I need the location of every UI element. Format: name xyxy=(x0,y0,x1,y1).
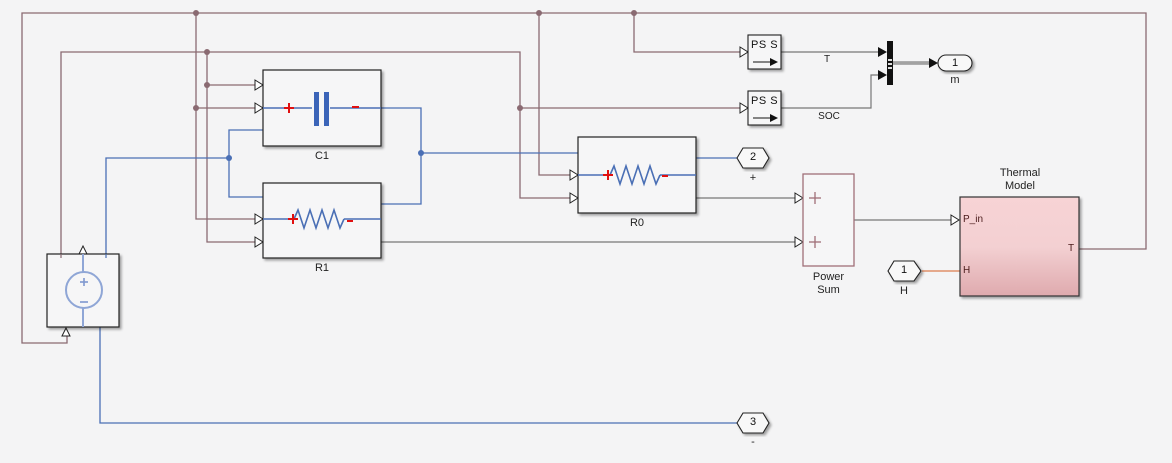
wire-temp-to-r0-top[interactable] xyxy=(538,13,570,176)
outport-m[interactable] xyxy=(937,54,973,72)
voltage-source-icon xyxy=(65,271,103,309)
wire-ps-s-soc-to-mux[interactable] xyxy=(781,74,878,109)
wire-temp-to-ps-s-t[interactable] xyxy=(633,13,740,53)
signal-label-soc: SOC xyxy=(818,111,840,122)
conn-plus-number: 2 xyxy=(749,151,757,163)
wire-temp-to-r1-top[interactable] xyxy=(195,13,255,220)
plus-marker-icon xyxy=(603,170,613,180)
thermal-port-t: T xyxy=(1068,243,1075,254)
junction-dots-electrical xyxy=(226,150,424,161)
thermal-port-h: H xyxy=(963,265,971,276)
block-r0[interactable] xyxy=(577,136,697,214)
physical-signal-wires xyxy=(21,12,1147,344)
block-ps-s-soc[interactable] xyxy=(747,90,782,126)
c1-label: C1 xyxy=(314,150,330,162)
signal-arrowheads xyxy=(878,47,887,80)
r1-label: R1 xyxy=(314,262,330,274)
resistor-zigzag-icon xyxy=(609,163,661,187)
block-r1[interactable] xyxy=(262,182,382,259)
capacitor-plate-icon xyxy=(324,92,329,126)
outport-m-label: m xyxy=(950,74,960,86)
signal-wires xyxy=(381,51,951,243)
conn-h-label: H xyxy=(900,285,908,297)
block-c1[interactable] xyxy=(262,69,382,147)
block-mux[interactable] xyxy=(887,41,893,85)
plus-marker-icon xyxy=(288,214,298,224)
signal-label-t: T xyxy=(823,54,831,65)
wire-mux-to-outport[interactable] xyxy=(893,58,938,68)
conn-plus-label: + xyxy=(749,172,757,184)
wire-node-to-c1[interactable] xyxy=(228,129,263,198)
conn-minus-label: - xyxy=(751,436,755,448)
resistor-zigzag-icon xyxy=(293,207,345,231)
wire-soc-to-r1-bottom[interactable] xyxy=(206,52,255,243)
connection-port-plus[interactable] xyxy=(736,147,770,169)
connection-port-h[interactable] xyxy=(887,260,922,282)
block-thermal-model[interactable] xyxy=(959,196,1080,297)
block-voltage-source[interactable] xyxy=(46,253,120,328)
thermal-port-p-in: P_in xyxy=(963,214,984,225)
junction-dots-physical xyxy=(193,10,637,111)
wire-temperature-bus[interactable] xyxy=(21,12,1147,344)
thermal-model-label: Thermal Model xyxy=(990,167,1050,193)
block-power-sum[interactable] xyxy=(802,173,855,267)
wire-soc-bus[interactable] xyxy=(60,51,570,254)
power-sum-label-line2: Sum xyxy=(817,284,840,296)
power-sum-label-line1: Power xyxy=(812,271,845,283)
block-ps-s-t[interactable] xyxy=(747,34,782,70)
conn-h-number: 1 xyxy=(900,264,908,276)
electrical-wires xyxy=(99,107,737,424)
thermal-model-label-line2: Model xyxy=(1005,180,1035,192)
plus-marker-icon xyxy=(284,103,294,113)
port-triangles xyxy=(61,46,960,337)
wire-source-to-rc-node[interactable] xyxy=(105,157,229,254)
outport-m-number: 1 xyxy=(951,57,959,69)
r0-label: R0 xyxy=(629,217,645,229)
capacitor-plate-icon xyxy=(314,92,319,126)
thermal-model-label-line1: Thermal xyxy=(999,167,1041,179)
conn-minus-number: 3 xyxy=(749,416,757,428)
ps-s-soc-text: PS S xyxy=(751,95,779,107)
connection-port-minus[interactable] xyxy=(736,412,770,434)
ps-s-t-text: PS S xyxy=(751,39,779,51)
wire-c1-to-node2[interactable] xyxy=(381,107,422,205)
wire-source-to-conn-minus[interactable] xyxy=(99,327,737,424)
power-sum-label: Power Sum xyxy=(803,271,854,297)
